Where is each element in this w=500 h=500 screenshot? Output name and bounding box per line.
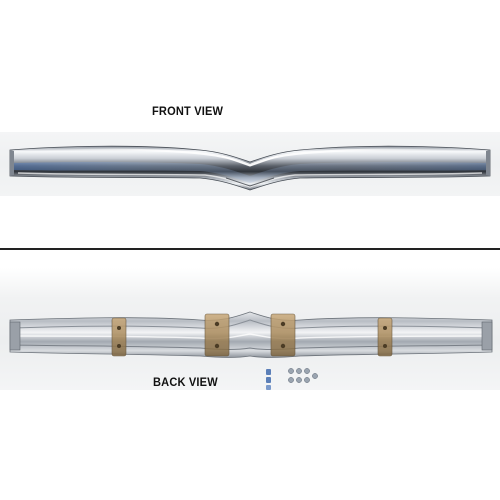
- front-view-panel: [0, 0, 500, 248]
- section-divider: [0, 248, 500, 250]
- front-view-label: FRONT VIEW: [152, 104, 224, 118]
- mounting-hardware: [266, 368, 318, 390]
- back-bumper-bar: [9, 311, 493, 358]
- front-bumper-bar: [9, 145, 491, 191]
- back-view-label: BACK VIEW: [153, 375, 218, 389]
- mounting-brackets: [111, 313, 393, 357]
- front-bumper-image: [9, 145, 491, 191]
